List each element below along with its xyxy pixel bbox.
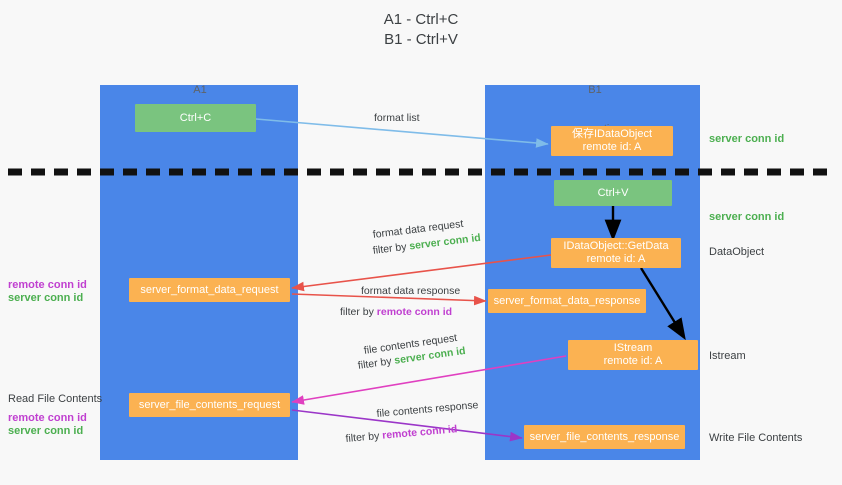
node-ctrl-v[interactable]: Ctrl+V (554, 180, 672, 206)
node-getdata-line1: IDataObject::GetData (563, 240, 669, 252)
node-server-format-data-response-label: server_format_data_response (493, 294, 641, 307)
edge-label-format-list: format list (374, 112, 420, 124)
node-server-file-contents-response[interactable]: server_file_contents_response (524, 425, 685, 449)
node-ctrl-c[interactable]: Ctrl+C (135, 104, 256, 132)
node-server-file-contents-request[interactable]: server_file_contents_request (129, 393, 290, 417)
filter-key-remote-conn-id-1: remote conn id (376, 306, 453, 318)
node-ctrl-v-line1: Ctrl+V (597, 186, 629, 199)
node-idataobject-line1: 保存IDataObject (571, 128, 653, 140)
filter-prefix-3: filter by (357, 354, 396, 372)
edge-label-format-data-response-filter: filter by remote conn id (340, 305, 452, 320)
node-server-file-contents-request-label: server_file_contents_request (138, 398, 281, 411)
node-idataobject[interactable]: 保存IDataObject remote id: A (551, 126, 673, 156)
side-label-istream: Istream (709, 350, 746, 362)
side-label-dataobject: DataObject (709, 246, 765, 258)
side-label-server-conn-id-2: server conn id (8, 425, 84, 437)
node-istream-line2: remote id: A (603, 355, 663, 367)
node-istream-line1: IStream (613, 342, 653, 354)
filter-prefix-4: filter by (345, 429, 383, 445)
side-label-server-conn-id-top: server conn id (709, 133, 785, 145)
side-label-remote-conn-id-2: remote conn id (8, 412, 87, 424)
node-istream[interactable]: IStream remote id: A (568, 340, 698, 370)
column-header-a1-name: A1 (193, 84, 207, 96)
edge-label-format-data-response: format data response (361, 285, 461, 297)
node-server-format-data-request[interactable]: server_format_data_request (129, 278, 290, 302)
node-ctrl-c-line1: Ctrl+C (179, 111, 212, 124)
node-server-format-data-response[interactable]: server_format_data_response (488, 289, 646, 313)
filter-prefix-2: filter by (340, 306, 377, 318)
node-server-file-contents-response-label: server_file_contents_response (529, 430, 680, 443)
page-title: A1 - Ctrl+C B1 - Ctrl+V (383, 11, 459, 48)
filter-key-remote-conn-id-2: remote conn id (381, 423, 458, 442)
side-label-read-file-contents: Read File Contents (8, 393, 103, 405)
side-label-server-conn-id-1: server conn id (8, 292, 84, 304)
side-label-remote-conn-id-1: remote conn id (8, 279, 87, 291)
edge-label-file-contents-response: file contents response (376, 399, 479, 420)
node-getdata-line2: remote id: A (586, 253, 646, 265)
filter-prefix-1: filter by (372, 240, 411, 257)
node-getdata[interactable]: IDataObject::GetData remote id: A (551, 238, 681, 268)
side-label-write-file-contents: Write File Contents (709, 432, 803, 444)
node-server-format-data-request-label: server_format_data_request (140, 283, 279, 296)
edge-label-file-contents-response-filter: filter by remote conn id (345, 422, 458, 447)
side-label-server-conn-id-second: server conn id (709, 211, 785, 223)
column-header-b1-name: B1 (588, 84, 602, 96)
node-idataobject-line2: remote id: A (582, 141, 642, 153)
